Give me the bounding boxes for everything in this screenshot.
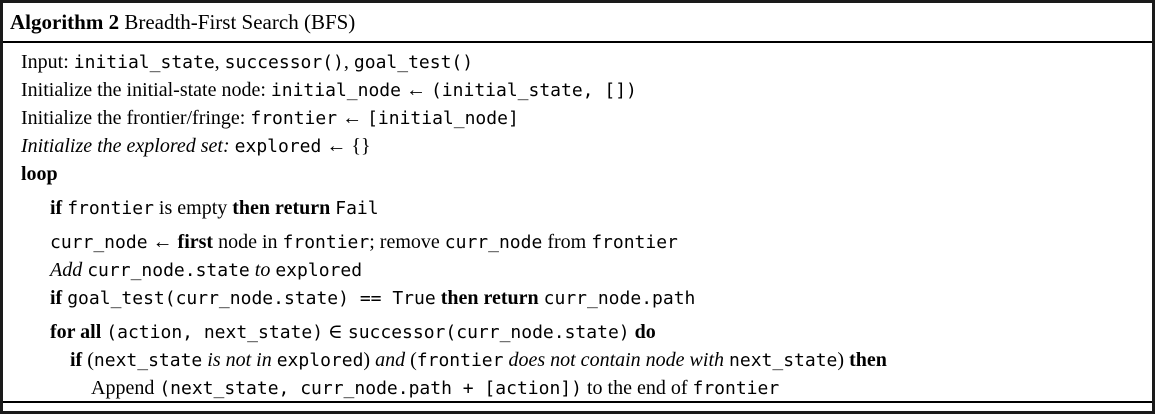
code-run-tt: explored [276,350,364,371]
code-run-tt: next_state [729,350,838,371]
code-run-tt: [initial_node] [367,108,519,129]
code-run-rm: to the end of [581,377,693,399]
code-run-b: for all [50,321,107,343]
code-run-tt: initial_node [270,80,401,101]
code-run-rm: from [542,231,592,253]
code-run-b: if [70,349,88,371]
code-run-rm: ; remove [369,231,445,253]
code-line: Input: initial_state, successor(), goal_… [21,48,1148,76]
code-run-rm: Initialize the frontier/fringe: [21,107,251,129]
code-run-rm: , [343,51,354,73]
code-run-rm: ← [337,107,368,129]
code-run-b: then [849,349,887,371]
code-run-it: to [249,259,276,281]
code-run-tt: Fail [335,198,379,219]
code-run-tt: frontier [67,198,154,219]
code-run-it: does not contain node with [503,349,730,371]
code-run-tt: frontier [250,108,338,129]
code-run-tt: (action, next_state) [106,322,324,343]
bottom-rule [3,401,1152,403]
code-run-it: is not in [202,349,277,371]
code-line: Add curr_node.state to explored [21,256,1148,284]
code-run-b: then return [232,197,336,219]
code-run-tt: frontier [692,378,780,399]
code-run-tt: frontier [282,232,370,253]
code-line: for all (action, next_state) ∈ successor… [21,318,1148,346]
code-run-tt: frontier [591,232,678,253]
algorithm-title: Breadth-First Search (BFS) [119,10,356,34]
code-line: Initialize the frontier/fringe: frontier… [21,104,1148,132]
code-line: Append (next_state, curr_node.path + [ac… [21,374,1148,401]
code-run-it: Initialize the explored set: [21,135,235,157]
code-run-tt: curr_node [444,232,543,253]
code-line: if goal_test(curr_node.state) == True th… [21,284,1148,312]
code-run-tt: (next_state, curr_node.path + [action]) [159,378,582,399]
code-line: curr_node ← first node in frontier; remo… [21,228,1148,256]
code-run-tt: goal_test() [353,52,474,73]
code-run-tt: frontier [416,350,504,371]
algorithm-body: Input: initial_state, successor(), goal_… [3,43,1152,401]
code-run-tt: initial_state [73,52,215,73]
code-run-it: Add [50,259,88,281]
code-run-rm: Input: [21,51,74,73]
code-run-rm: , [214,51,225,73]
algorithm-number-label: Algorithm 2 [10,10,120,34]
bottom-spacer [3,403,1152,411]
code-run-tt: successor() [224,52,344,73]
code-run-rm: Append [91,377,160,399]
code-line: if (next_state is not in explored) and (… [21,346,1148,374]
code-run-b: first [177,231,214,253]
code-run-tt: curr_node.state [87,260,250,281]
code-run-tt: curr_node.path [543,288,696,309]
code-run-rm: Initialize the initial-state node: [21,79,271,101]
code-run-b: then return [435,287,544,309]
code-line: Initialize the explored set: explored ← … [21,132,1148,160]
code-run-rm: ← [400,79,431,101]
code-run-tt: next_state [93,350,203,371]
code-run-tt: explored [234,136,322,157]
code-run-rm: is empty [153,197,233,219]
algorithm-header: Algorithm 2 Breadth-First Search (BFS) [3,3,1152,43]
code-line: loop [21,160,1148,188]
code-run-b: if [50,287,68,309]
code-run-rm: ( [87,349,94,371]
code-run-tt: curr_node [50,232,148,253]
code-run-b: loop [21,163,58,185]
code-line: if frontier is empty then return Fail [21,194,1148,222]
code-run-tt: explored [275,260,363,281]
code-run-rm: ( [405,349,417,371]
code-run-rm: ∈ [323,321,348,343]
code-run-rm: ← {} [321,135,371,157]
code-run-tt: (initial_state, []) [430,80,637,101]
code-run-rm: ← [147,231,178,253]
code-run-it: and [375,349,406,371]
code-run-b: if [50,197,68,219]
code-run-b: do [629,321,656,343]
code-run-rm: ) [837,349,850,371]
code-line: Initialize the initial-state node: initi… [21,76,1148,104]
code-run-tt: goal_test(curr_node.state) == True [67,288,436,309]
code-run-rm: node in [213,231,283,253]
code-run-tt: successor(curr_node.state) [347,322,630,343]
code-run-rm: ) [363,349,376,371]
